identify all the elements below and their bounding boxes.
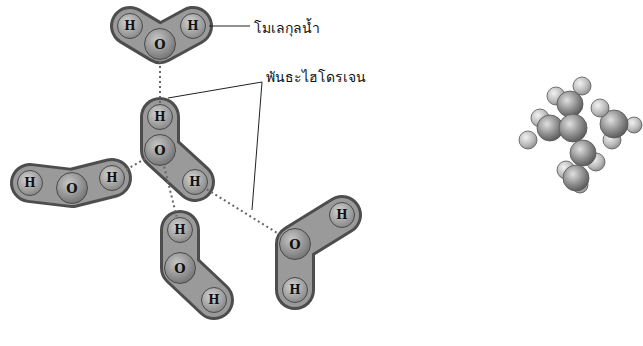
hydrogen-bond	[160, 61, 161, 103]
atom-symbol: O	[289, 238, 300, 251]
atom-symbol: H	[124, 20, 135, 32]
hydrogen-atom: H	[117, 13, 143, 39]
hydrogen-atom: H	[182, 169, 208, 195]
hydrogen-atom: H	[147, 104, 173, 130]
annotation-label: โมเลกุลน้ำ	[252, 17, 322, 39]
atom-symbol: H	[289, 284, 300, 296]
atom-symbol: H	[208, 294, 219, 306]
atom-symbol: H	[154, 111, 165, 123]
atom-symbol: H	[174, 224, 185, 236]
hydrogen-atom: H	[99, 165, 125, 191]
hydrogen-atom: H	[180, 13, 206, 39]
atom-symbol: H	[336, 209, 347, 221]
atom-symbol: O	[66, 182, 77, 195]
oxygen-atom: O	[56, 172, 88, 204]
hydrogen-atom: H	[17, 170, 43, 196]
hydrogen-atom: H	[282, 277, 308, 303]
oxygen-atom: O	[144, 28, 176, 60]
leader-lines	[168, 26, 262, 210]
atom-symbol: O	[154, 38, 165, 51]
oxygen-atom: O	[279, 228, 311, 260]
hydrogen-bond	[164, 166, 176, 216]
oxygen-atom: O	[144, 134, 176, 166]
atom-symbol: H	[24, 177, 35, 189]
space-filling-model	[519, 77, 642, 193]
hydrogen-atom: H	[329, 202, 355, 228]
atom-symbol: O	[174, 262, 185, 275]
oxygen-atom: O	[164, 252, 196, 284]
hydrogen-atom: H	[201, 287, 227, 313]
atom-symbol: H	[187, 20, 198, 32]
atom-symbol: O	[154, 144, 165, 157]
hydrogen-atom: H	[167, 217, 193, 243]
annotation-label: พันธะไฮโดรเจน	[264, 66, 368, 88]
atom-symbol: H	[106, 172, 117, 184]
atom-symbol: H	[189, 176, 200, 188]
hydrogen-bond	[124, 159, 145, 171]
hydrogen-bond	[207, 189, 281, 235]
